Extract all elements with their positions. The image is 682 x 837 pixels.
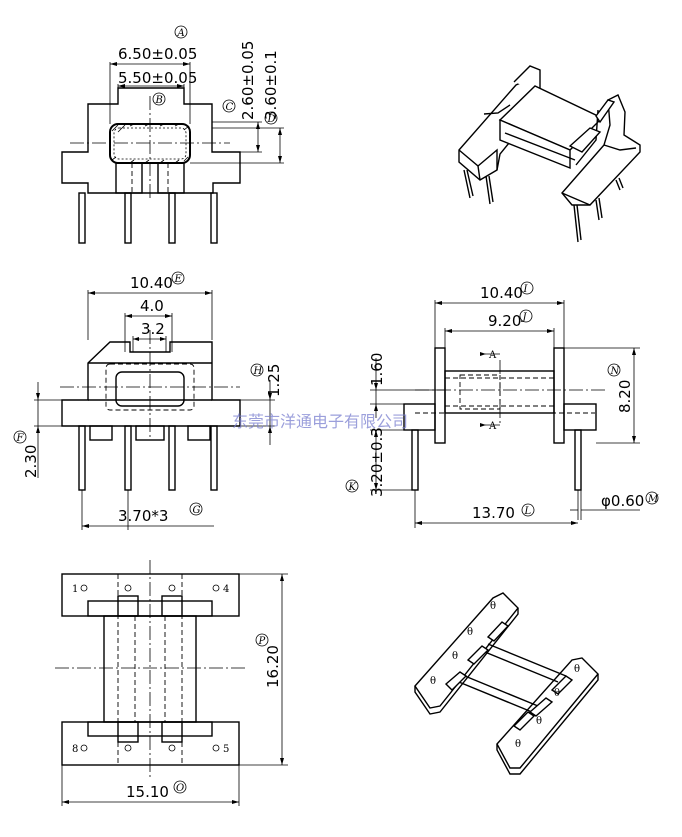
tag-l: L: [524, 506, 532, 517]
isometric-view: [458, 65, 641, 243]
tag-b: B: [155, 95, 163, 106]
section-label-bottom: A: [488, 421, 497, 432]
pin-number-1: 1: [72, 584, 78, 595]
top-dim-pin-dia: φ0.60: [601, 492, 644, 510]
bottom-view: 1 4 8 5 16.20 P 15.10 O: [55, 560, 288, 806]
svg-text:θ: θ: [574, 664, 580, 675]
pin-number-5: 5: [223, 744, 229, 755]
isometric-bottom-view: θ θ θ θ θ θ θ θ: [414, 592, 599, 775]
side-dim-width: 10.40: [130, 274, 173, 292]
tag-e: E: [174, 274, 183, 285]
tag-o: O: [176, 783, 184, 794]
front-view: 6.50±0.05 A 5.50±0.05 B 2.60±0.05 3.60±0…: [61, 25, 284, 244]
side-dim-center: 4.0: [140, 297, 164, 315]
top-dim-pin-span: 13.70: [472, 504, 515, 522]
side-dim-flange: 1.25: [265, 364, 283, 397]
dim-inner-width: 5.50±0.05: [118, 69, 197, 87]
side-view: 10.40 E 4.0 3.2 1.25 H 2.30 F 3.70*3: [13, 271, 283, 530]
svg-text:θ: θ: [467, 627, 473, 638]
svg-text:θ: θ: [490, 601, 496, 612]
tag-j: J: [521, 312, 528, 323]
tag-a: A: [177, 28, 185, 39]
svg-text:θ: θ: [536, 716, 542, 727]
top-view: A A 10.40 I 9.20 J 1.60 3.20±0.3: [345, 281, 659, 528]
side-dim-height: 2.30: [22, 445, 40, 478]
tag-c: C: [226, 102, 234, 113]
top-dim-inner: 9.20: [488, 312, 521, 330]
tag-i: I: [523, 284, 529, 295]
top-dim-overall: 10.40: [480, 284, 523, 302]
side-dim-pitch: 3.70*3: [118, 507, 168, 525]
side-dim-slot: 3.2: [141, 320, 165, 338]
dim-outer-width: 6.50±0.05: [118, 45, 197, 63]
dim-height-outer: 3.60±0.1: [262, 50, 280, 120]
tag-h: H: [253, 366, 263, 377]
top-dim-small: 1.60: [368, 353, 386, 386]
pin-number-8: 8: [72, 744, 78, 755]
tag-k: K: [348, 482, 357, 493]
tag-m: M: [647, 494, 659, 505]
tag-f: F: [16, 433, 25, 444]
tag-g: G: [193, 505, 201, 516]
tag-d: D: [267, 114, 276, 125]
svg-text:θ: θ: [515, 739, 521, 750]
top-dim-right: 8.20: [616, 380, 634, 413]
top-dim-pin-length: 3.20±0.3: [368, 427, 386, 497]
svg-text:θ: θ: [430, 676, 436, 687]
dim-height-inner: 2.60±0.05: [239, 41, 257, 120]
tag-p: P: [258, 636, 266, 647]
section-label-top: A: [488, 350, 497, 361]
tag-n: N: [610, 366, 621, 377]
svg-text:θ: θ: [452, 651, 458, 662]
svg-text:θ: θ: [554, 688, 560, 699]
company-watermark: 东莞市洋通电子有限公司: [232, 412, 408, 431]
bottom-dim-width: 15.10: [126, 783, 169, 801]
pin-number-4: 4: [223, 584, 229, 595]
bottom-dim-length: 16.20: [264, 645, 282, 688]
